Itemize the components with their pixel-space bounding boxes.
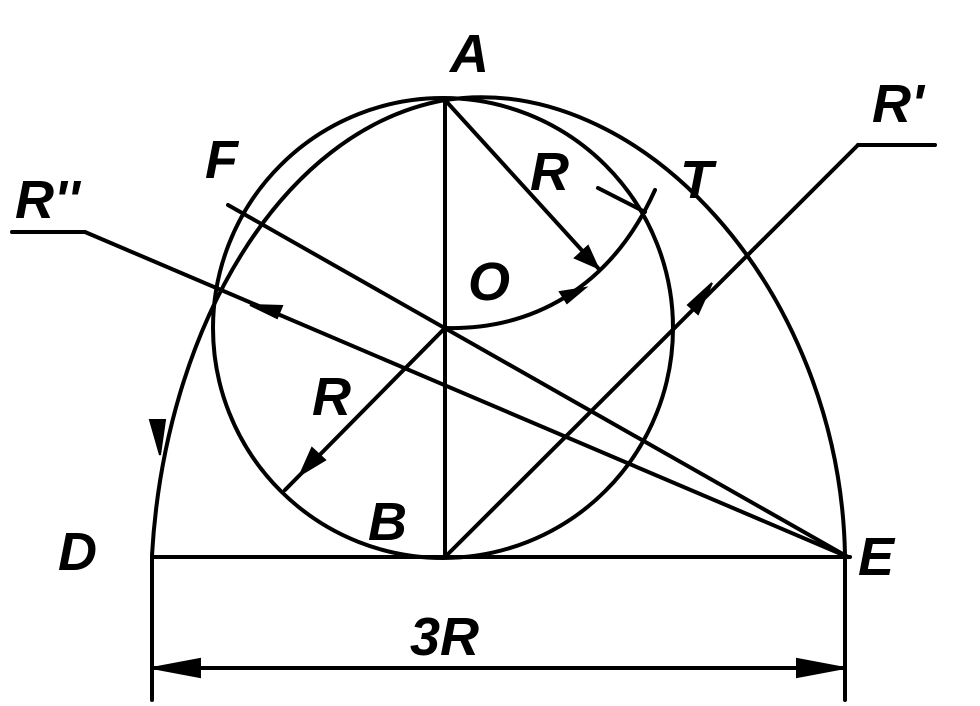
radius-a-o bbox=[443, 98, 600, 270]
label-e: E bbox=[858, 527, 896, 587]
arrowhead bbox=[686, 282, 713, 316]
arrowhead bbox=[573, 244, 600, 270]
arrowhead bbox=[297, 446, 327, 478]
label-dimension: 3R bbox=[410, 607, 479, 667]
arrowhead bbox=[796, 657, 846, 679]
line-f-e bbox=[226, 203, 850, 559]
label-r-double-prime: R'' bbox=[15, 170, 82, 230]
label-d: D bbox=[58, 522, 97, 582]
arrowhead bbox=[148, 419, 167, 456]
leader-r-top bbox=[596, 186, 647, 214]
label-r-prime: R' bbox=[872, 74, 926, 134]
line-b-r-prime bbox=[443, 143, 860, 559]
label-r-top: R bbox=[530, 142, 569, 202]
label-f: F bbox=[205, 130, 240, 190]
arrowhead bbox=[558, 286, 589, 305]
label-a: A bbox=[448, 24, 489, 84]
label-t: T bbox=[680, 150, 717, 210]
outer-arc-r-prime bbox=[150, 95, 847, 557]
label-o: O bbox=[468, 252, 510, 312]
label-r-left: R bbox=[312, 367, 351, 427]
label-b: B bbox=[368, 492, 407, 552]
arrowhead bbox=[151, 657, 201, 679]
line-r-double-prime-e bbox=[83, 230, 850, 559]
arrowhead bbox=[249, 304, 284, 320]
